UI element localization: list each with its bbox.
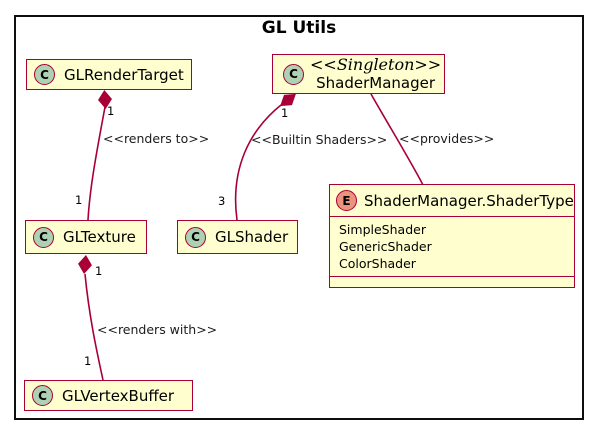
class-gl-vertex-buffer: C GLVertexBuffer <box>24 380 193 411</box>
class-name: GLShader <box>215 228 289 246</box>
class-name: GLVertexBuffer <box>62 386 175 405</box>
multiplicity-builtin-shaders-target: 3 <box>218 194 226 208</box>
composition-diamond-renders-with <box>78 255 92 274</box>
edge-label-renders-to: <<renders to>> <box>103 131 210 146</box>
class-spot-icon: C <box>283 63 304 85</box>
class-spot-letter: C <box>289 67 298 81</box>
enum-name: ShaderManager.ShaderType <box>364 191 574 210</box>
edge-label-renders-with: <<renders with>> <box>97 322 218 337</box>
multiplicity-renders-to-target: 1 <box>75 193 83 207</box>
enum-header: E ShaderManager.ShaderType <box>330 185 574 216</box>
class-name: GLRenderTarget <box>64 65 184 84</box>
enum-spot-icon: E <box>336 190 357 212</box>
edge-label-builtin-shaders: <<Builtin Shaders>> <box>251 132 388 147</box>
class-gl-texture: C GLTexture <box>25 220 147 254</box>
class-gl-render-target: C GLRenderTarget <box>26 59 192 90</box>
multiplicity-renders-with-source: 1 <box>95 264 103 278</box>
edge-renders-with <box>84 273 104 381</box>
edge-provides <box>370 93 424 186</box>
class-spot-letter: C <box>39 230 48 244</box>
multiplicity-renders-to-source: 1 <box>107 104 115 118</box>
multiplicity-renders-with-target: 1 <box>84 354 92 368</box>
class-name: ShaderManager <box>316 74 436 92</box>
class-stereotype: <<Singleton>> <box>310 55 442 74</box>
diagram-title: GL Utils <box>261 18 337 38</box>
enum-values-compartment: SimpleShader GenericShader ColorShader <box>330 216 574 276</box>
class-spot-icon: C <box>33 226 54 248</box>
class-gl-shader: C GLShader <box>177 220 298 254</box>
enum-spot-letter: E <box>342 193 351 208</box>
edge-builtin-shaders <box>234 104 282 221</box>
class-spot-letter: C <box>38 388 47 403</box>
enum-value: SimpleShader <box>339 222 426 238</box>
class-shader-manager: C <<Singleton>> ShaderManager <box>272 54 445 94</box>
multiplicity-builtin-shaders-source: 1 <box>281 106 289 120</box>
enum-shader-type: E ShaderManager.ShaderType SimpleShader … <box>329 184 575 288</box>
edge-renders-to <box>87 106 106 221</box>
class-spot-icon: C <box>185 226 206 248</box>
composition-diamond-builtin-shaders <box>280 93 296 107</box>
enum-value: GenericShader <box>339 239 432 255</box>
class-spot-icon: C <box>34 64 55 85</box>
enum-empty-compartment <box>330 276 574 287</box>
enum-value: ColorShader <box>339 256 416 272</box>
composition-diamond-renders-to <box>98 90 112 109</box>
class-title-stack: <<Singleton>> ShaderManager <box>310 55 442 93</box>
edge-label-provides: <<provides>> <box>399 131 495 146</box>
class-spot-letter: C <box>191 230 200 244</box>
class-spot-letter: C <box>40 67 49 82</box>
class-name: GLTexture <box>63 228 136 246</box>
class-spot-icon: C <box>32 385 53 406</box>
